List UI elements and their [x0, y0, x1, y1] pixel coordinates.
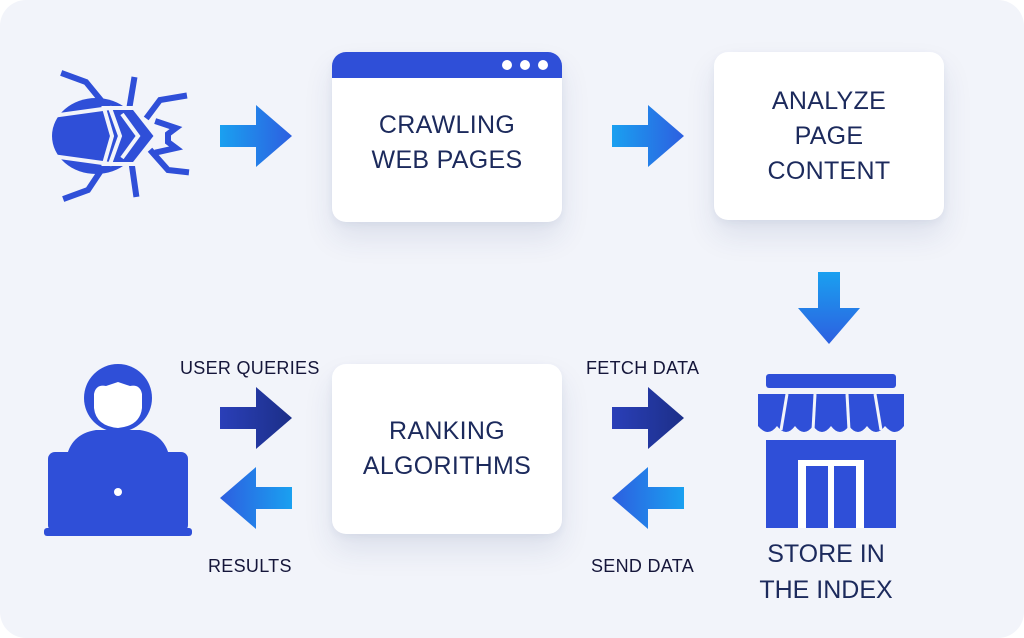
browser-title-bar	[332, 52, 562, 78]
store-in-index-label: STORE IN THE INDEX	[759, 540, 893, 604]
storefront-icon	[758, 374, 904, 528]
arrow-results	[220, 467, 292, 529]
user-queries-label: USER QUERIES	[180, 358, 320, 378]
arrow-to-crawling	[220, 105, 292, 167]
arrow-fetch-data	[612, 387, 684, 449]
ranking-algorithms-card: RANKING ALGORITHMS	[332, 364, 562, 534]
spider-bot-icon	[51, 70, 190, 202]
send-data-label: SEND DATA	[591, 556, 695, 576]
browser-dot-icon	[502, 60, 512, 70]
arrow-to-store	[798, 272, 860, 344]
browser-dot-icon	[538, 60, 548, 70]
browser-dot-icon	[520, 60, 530, 70]
fetch-data-label: FETCH DATA	[586, 358, 700, 378]
results-label: RESULTS	[208, 556, 292, 576]
analyze-page-content-card: ANALYZE PAGE CONTENT	[714, 52, 944, 220]
ranking-label: RANKING ALGORITHMS	[362, 417, 532, 480]
arrow-user-queries	[220, 387, 292, 449]
arrow-to-analyze	[612, 105, 684, 167]
crawling-label: CRAWLING WEB PAGES	[371, 111, 523, 174]
analyze-label: ANALYZE PAGE CONTENT	[767, 86, 891, 185]
crawling-web-pages-card: CRAWLING WEB PAGES	[332, 52, 562, 222]
arrow-send-data	[612, 467, 684, 529]
user-at-laptop-icon	[44, 364, 192, 536]
